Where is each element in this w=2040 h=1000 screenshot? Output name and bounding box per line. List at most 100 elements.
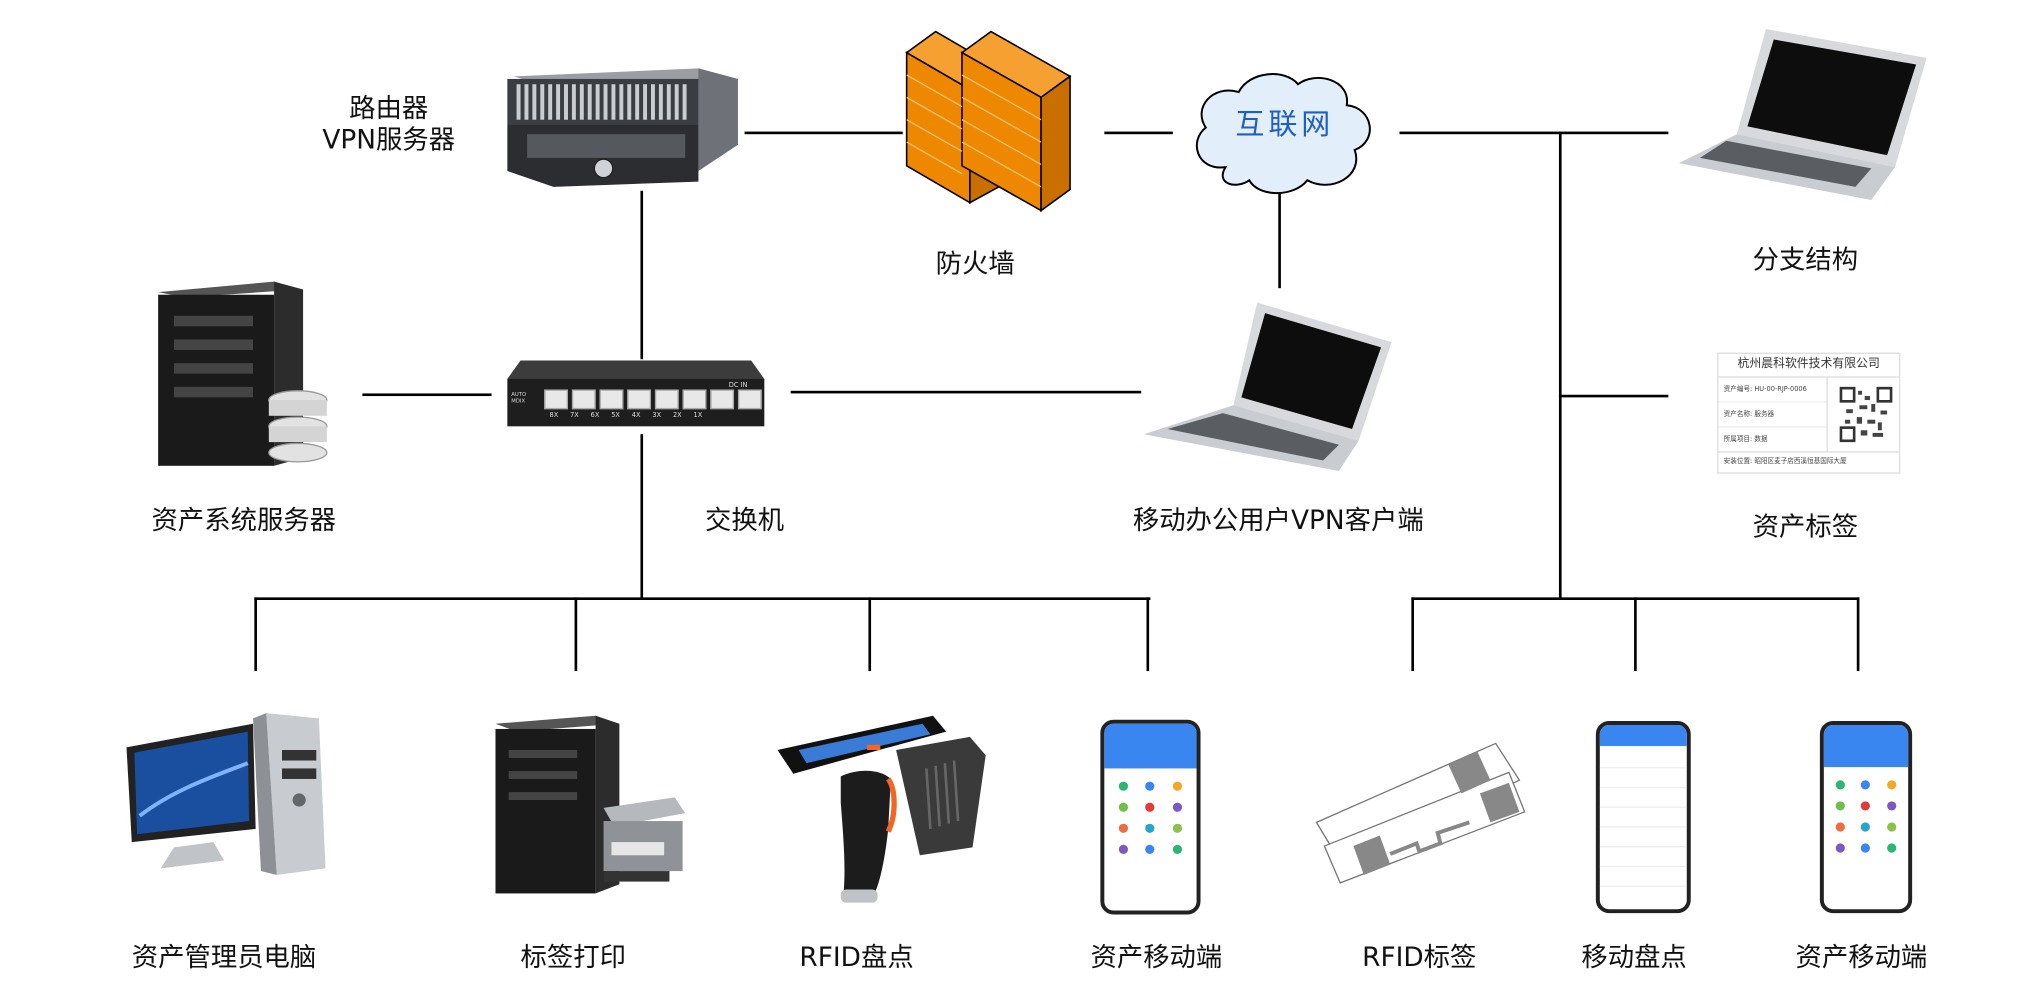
internet-label: 互联网 <box>1235 109 1335 143</box>
list-item[interactable] <box>1599 788 1687 808</box>
app-icon[interactable] <box>1835 780 1846 790</box>
switch-ports <box>544 389 762 410</box>
rfid-handheld-reader-icon[interactable] <box>775 711 992 908</box>
label-print-label: 标签打印 <box>520 940 626 973</box>
app-icon[interactable] <box>1145 823 1156 833</box>
asset-tag-row4: 安装位置: 昭阳区麦子店西溪恒基国际大厦 <box>1723 457 1847 466</box>
vpn-client-label: 移动办公用户VPN客户端 <box>1132 503 1424 536</box>
line-router-firewall <box>744 131 903 135</box>
port-label: 6X <box>590 411 600 420</box>
mobile-phone-left[interactable] <box>1100 719 1201 915</box>
switch-port[interactable] <box>544 389 568 410</box>
app-icon[interactable] <box>1861 801 1871 811</box>
branch-laptop-icon[interactable] <box>1674 28 1931 203</box>
switch-port[interactable] <box>599 389 624 410</box>
port-label: 1X <box>693 411 703 420</box>
switch-port[interactable] <box>654 389 679 410</box>
mobile-left-label: 资产移动端 <box>1090 940 1223 973</box>
switch-port[interactable] <box>737 389 762 410</box>
app-icon[interactable] <box>1118 802 1128 812</box>
app-header <box>1599 725 1687 747</box>
port-label: 5X <box>611 411 620 420</box>
router-label-line1: 路由器 <box>349 92 429 124</box>
asset-tag-row2: 资产名称: 服务器 <box>1718 403 1827 428</box>
line-drop-mobile-right <box>1856 597 1860 672</box>
switch-port[interactable] <box>710 389 735 410</box>
app-header <box>1823 725 1909 768</box>
mobile-inventory-label: 移动盘点 <box>1581 940 1687 973</box>
label-printer-icon[interactable] <box>490 713 688 897</box>
app-icon[interactable] <box>1173 802 1183 812</box>
line-trunk-asset-tag <box>1558 394 1669 398</box>
line-drop-rfid-inventory <box>868 597 872 672</box>
admin-desktop-pc-icon[interactable] <box>121 711 332 882</box>
switch-port[interactable] <box>627 389 651 410</box>
inventory-tabs <box>1599 746 1687 769</box>
rack-server-icon[interactable] <box>501 66 745 191</box>
app-icon[interactable] <box>1835 843 1846 853</box>
database-icon <box>268 390 328 463</box>
app-icon[interactable] <box>1173 823 1183 833</box>
list-item[interactable] <box>1599 867 1687 887</box>
app-grid <box>1824 767 1908 866</box>
rfid-inventory-label: RFID盘点 <box>799 940 914 973</box>
switch-label: 交换机 <box>705 503 785 536</box>
rfid-tag-icon[interactable] <box>1311 742 1535 888</box>
mobile-phone-inventory[interactable] <box>1595 721 1691 914</box>
mobile-right-label: 资产移动端 <box>1795 940 1928 973</box>
list-item[interactable] <box>1599 808 1687 828</box>
asset-server-label: 资产系统服务器 <box>151 503 337 536</box>
line-internet-vpnclient <box>1278 193 1281 289</box>
router-label-line2: VPN服务器 <box>322 123 456 156</box>
line-switch-vpnclient <box>790 390 1142 394</box>
app-icon[interactable] <box>1886 801 1897 811</box>
app-icon[interactable] <box>1861 822 1871 832</box>
port-label: 3X <box>652 411 662 420</box>
app-icon[interactable] <box>1861 780 1871 790</box>
app-icon[interactable] <box>1886 780 1897 790</box>
app-icon[interactable] <box>1145 802 1156 812</box>
rfid-tag-label: RFID标签 <box>1362 940 1477 973</box>
line-router-switch <box>640 190 644 360</box>
list-item[interactable] <box>1599 847 1687 868</box>
app-icon[interactable] <box>1173 781 1183 791</box>
app-header <box>1104 723 1197 769</box>
app-icon[interactable] <box>1835 822 1846 832</box>
switch-auto-label: AUTO MDIX <box>511 390 527 404</box>
asset-tag-row3: 所属项目: 数据 <box>1723 435 1768 444</box>
network-switch[interactable]: AUTO MDIX DC IN 8X 7X 6X 5X 4X 3X 2X 1X <box>507 360 765 429</box>
switch-port[interactable] <box>682 389 707 410</box>
asset-tag-company: 杭州晨科软件技术有限公司 <box>1718 354 1899 378</box>
mobile-phone-right[interactable] <box>1819 721 1913 914</box>
asset-server-cabinet-icon[interactable] <box>156 279 334 470</box>
switch-port-labels: 8X 7X 6X 5X 4X 3X 2X 1X <box>550 412 703 420</box>
list-item[interactable] <box>1599 828 1687 848</box>
app-icon[interactable] <box>1861 843 1871 853</box>
app-icon[interactable] <box>1173 844 1183 854</box>
port-label: 2X <box>672 411 682 420</box>
firewall-icon[interactable] <box>905 29 1078 213</box>
vpn-client-laptop-icon[interactable] <box>1141 302 1398 474</box>
switch-port[interactable] <box>571 389 596 410</box>
port-label: 4X <box>631 411 641 420</box>
asset-tag-row1: 资产编号: HU-00-RJP-0006 <box>1718 378 1827 403</box>
app-icon[interactable] <box>1886 822 1897 832</box>
line-internet-branch <box>1399 131 1669 135</box>
line-right-trunk <box>1558 131 1562 599</box>
app-icon[interactable] <box>1118 844 1128 854</box>
asset-tag-card[interactable]: 杭州晨科软件技术有限公司 资产编号: HU-00-RJP-0006 资产名称: … <box>1717 352 1901 474</box>
switch-dc-label: DC IN <box>728 381 748 390</box>
port-label: 8X <box>549 411 559 420</box>
app-icon[interactable] <box>1145 844 1156 854</box>
app-icon[interactable] <box>1118 823 1128 833</box>
line-drop-admin-pc <box>254 597 257 672</box>
app-icon[interactable] <box>1886 843 1897 853</box>
list-item[interactable] <box>1599 768 1687 789</box>
qr-code-icon <box>1839 386 1893 443</box>
app-icon[interactable] <box>1835 801 1846 811</box>
internet-cloud-icon[interactable] <box>1186 68 1384 200</box>
app-icon[interactable] <box>1118 781 1128 791</box>
app-icon[interactable] <box>1145 781 1156 791</box>
line-drop-label-print <box>574 597 578 672</box>
